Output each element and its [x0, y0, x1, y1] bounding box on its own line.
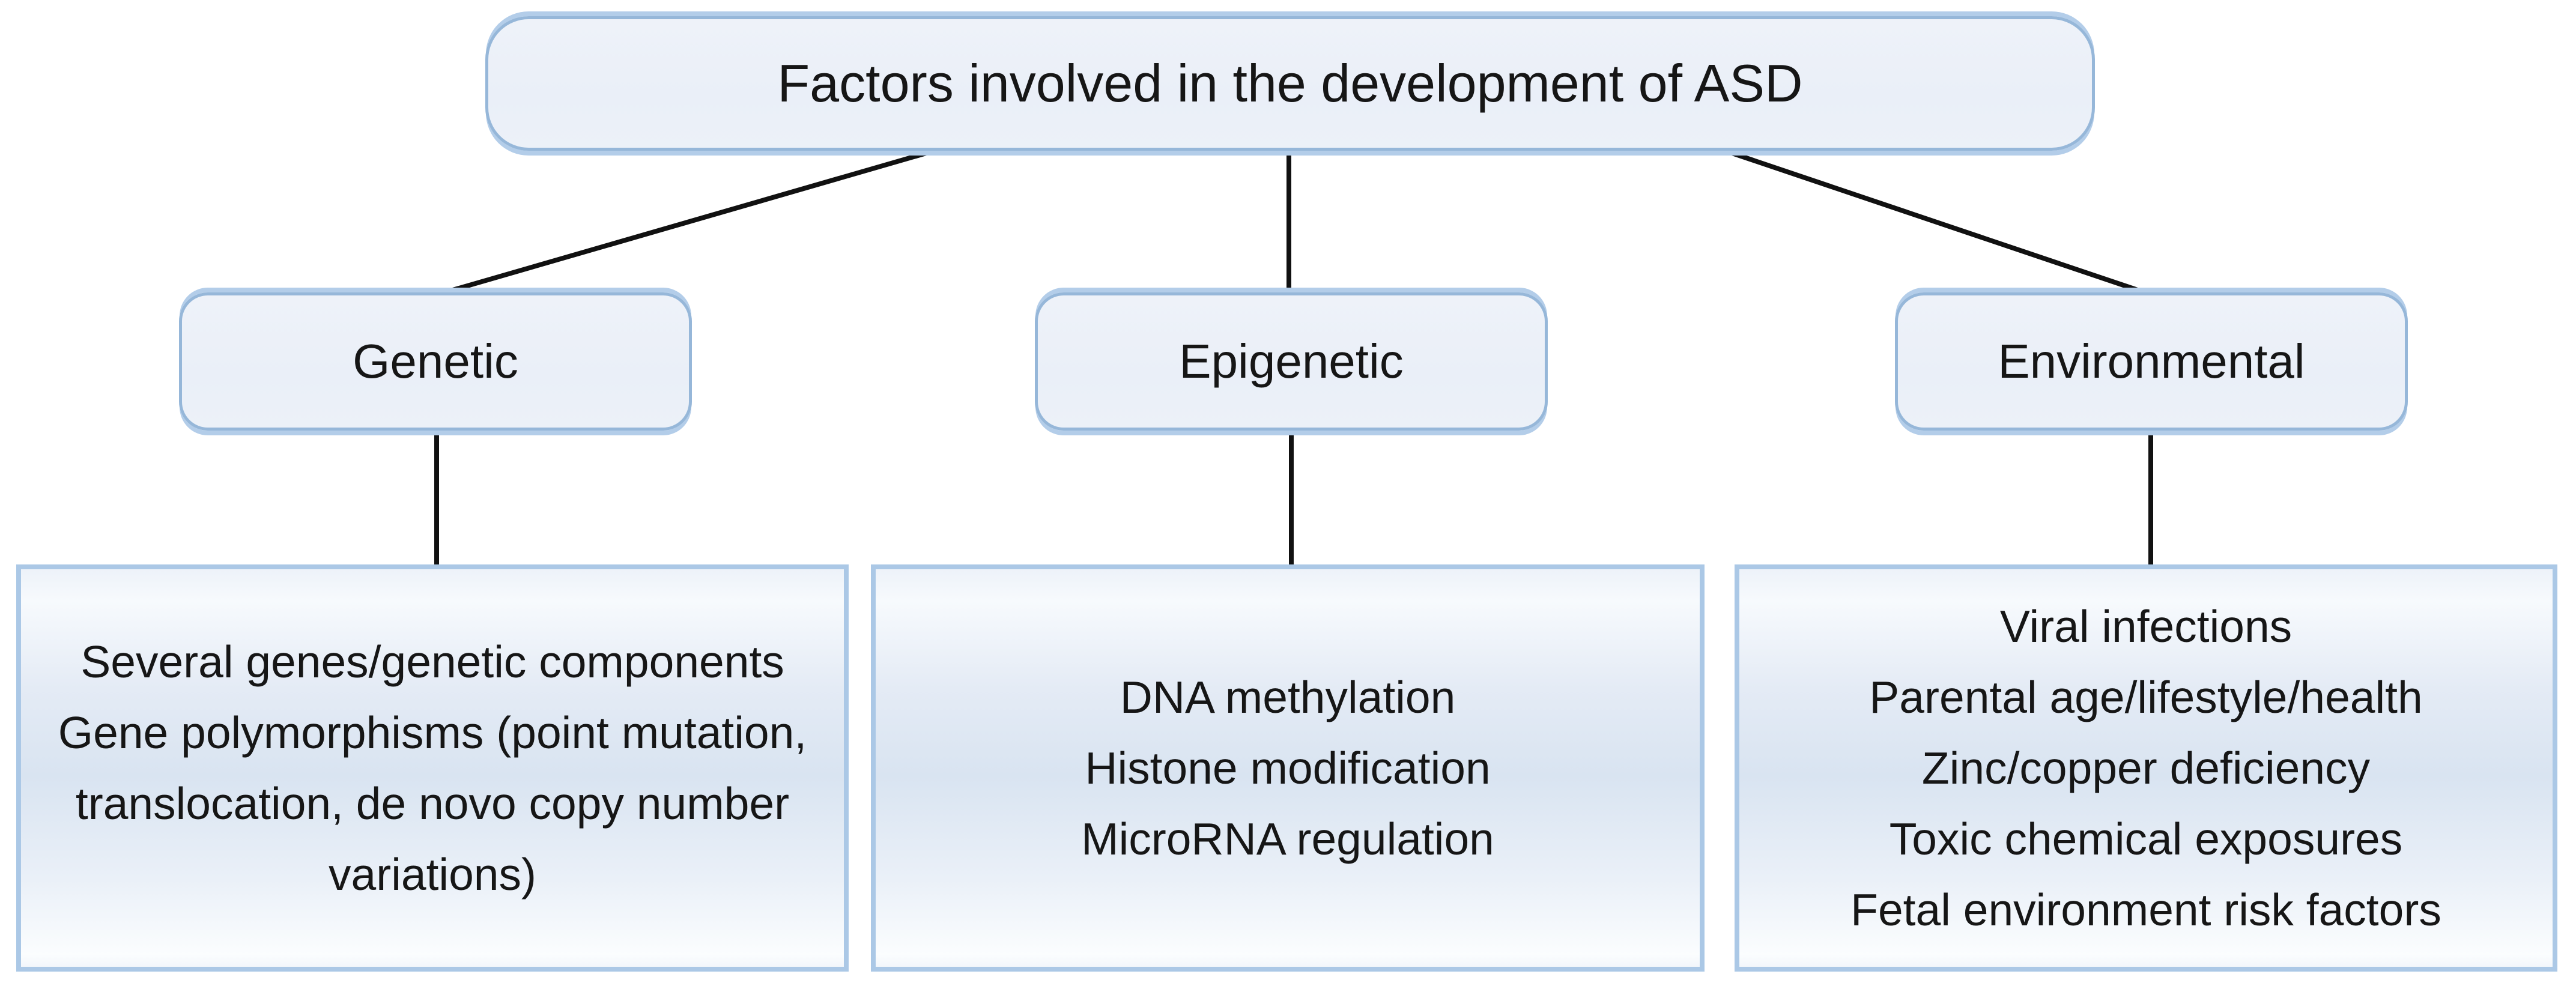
- epigenetic-label: Epigenetic: [1179, 334, 1404, 388]
- detail-line: Fetal environment risk factors: [1850, 885, 2441, 935]
- genetic-label: Genetic: [353, 334, 518, 388]
- detail-line: MicroRNA regulation: [1081, 814, 1494, 864]
- environmental-label: Environmental: [1998, 334, 2305, 388]
- detail-line: DNA methylation: [1120, 672, 1456, 722]
- title-label: Factors involved in the development of A…: [777, 53, 1803, 113]
- node-genetic: Genetic: [179, 292, 692, 431]
- detail-box-environmental: Viral infections Parental age/lifestyle/…: [1735, 564, 2557, 972]
- detail-line: Toxic chemical exposures: [1889, 814, 2403, 864]
- node-title: Factors involved in the development of A…: [485, 16, 2095, 151]
- node-epigenetic: Epigenetic: [1035, 292, 1548, 431]
- detail-line: variations): [329, 849, 536, 900]
- detail-box-epigenetic: DNA methylation Histone modification Mic…: [871, 564, 1705, 972]
- detail-line: Viral infections: [1999, 601, 2293, 652]
- connector-title-to-environmental: [1720, 147, 2150, 296]
- detail-line: Histone modification: [1085, 743, 1491, 793]
- detail-line: translocation, de novo copy number: [75, 778, 790, 829]
- detail-line: Several genes/genetic components: [80, 637, 784, 687]
- node-environmental: Environmental: [1895, 292, 2408, 431]
- detail-box-genetic: Several genes/genetic components Gene po…: [16, 564, 849, 972]
- detail-line: Zinc/copper deficiency: [1921, 743, 2371, 793]
- detail-line: Gene polymorphisms (point mutation,: [58, 707, 807, 758]
- detail-line: Parental age/lifestyle/health: [1869, 672, 2423, 722]
- connector-title-to-genetic: [439, 147, 940, 296]
